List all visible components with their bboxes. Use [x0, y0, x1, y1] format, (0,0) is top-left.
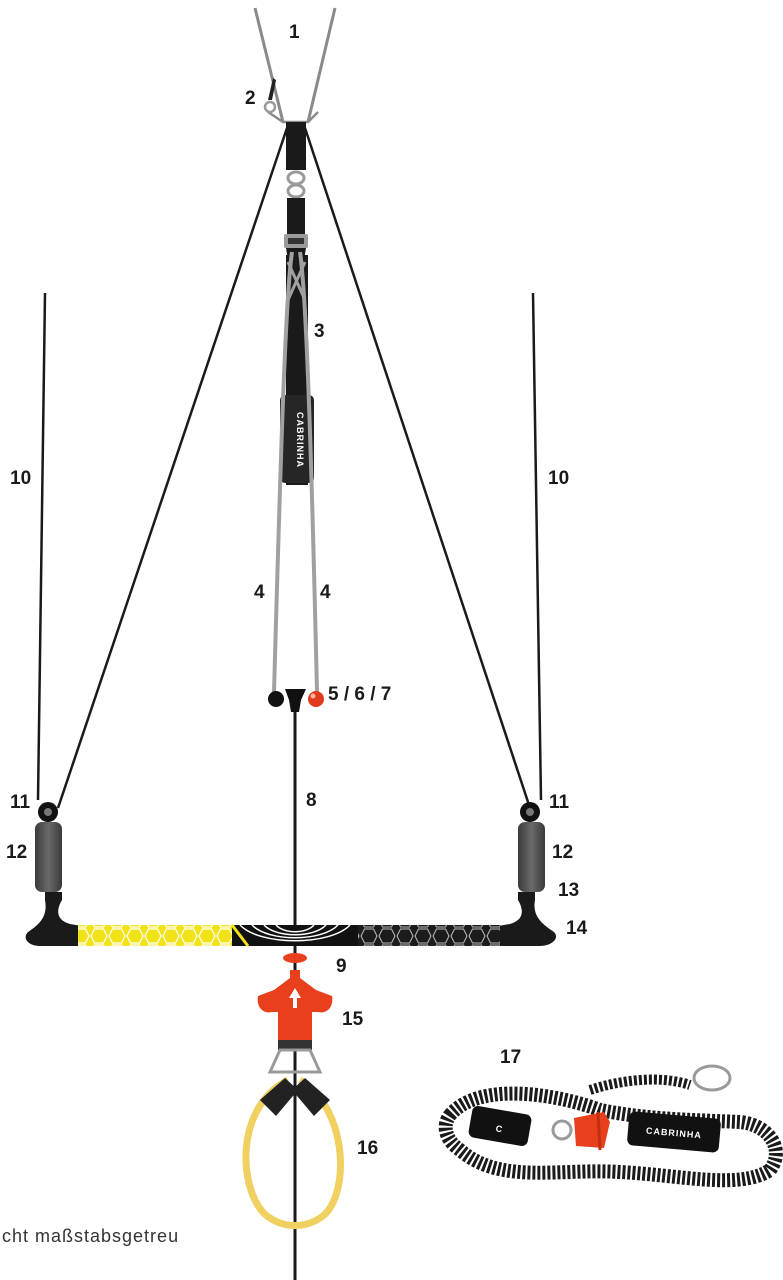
depower-tube: CABRINHA	[280, 255, 314, 485]
label-5-6-7: 5 / 6 / 7	[328, 684, 391, 705]
label-10-left: 10	[10, 468, 31, 489]
flying-lines	[36, 292, 543, 801]
label-16: 16	[357, 1138, 378, 1159]
bar-end-right	[498, 802, 557, 946]
leash-brand-text: CABRINHA	[646, 1126, 703, 1141]
label-4-right: 4	[320, 582, 331, 603]
small-ring-icon	[263, 78, 277, 114]
safety-leash-icon: C CABRINHA	[438, 1064, 783, 1188]
control-bar	[78, 924, 500, 947]
depower-strap	[284, 122, 308, 272]
bar-stopper	[283, 953, 307, 963]
bar-end-left	[25, 802, 82, 946]
label-4-left: 4	[254, 582, 265, 603]
footnote: cht maßstabsgetreu	[2, 1226, 179, 1246]
label-1: 1	[289, 22, 300, 43]
label-12-left: 12	[6, 842, 27, 863]
label-11-right: 11	[549, 792, 570, 813]
label-8: 8	[306, 790, 317, 811]
quick-release-icon	[257, 970, 333, 1040]
svg-text:CABRINHA: CABRINHA	[295, 412, 305, 468]
label-3: 3	[314, 321, 325, 342]
power-lines	[272, 251, 319, 693]
label-15: 15	[342, 1009, 364, 1030]
label-2: 2	[245, 88, 256, 109]
steering-lines	[56, 127, 532, 809]
label-10-right: 10	[548, 468, 569, 489]
label-17: 17	[500, 1047, 521, 1068]
label-11-left: 11	[10, 792, 31, 813]
label-9: 9	[336, 956, 347, 977]
chicken-loop-icon	[242, 1040, 344, 1229]
label-14: 14	[566, 918, 588, 939]
label-12-right: 12	[552, 842, 573, 863]
stopper-balls	[268, 689, 324, 712]
label-13: 13	[558, 880, 579, 901]
svg-text:C: C	[495, 1123, 504, 1134]
